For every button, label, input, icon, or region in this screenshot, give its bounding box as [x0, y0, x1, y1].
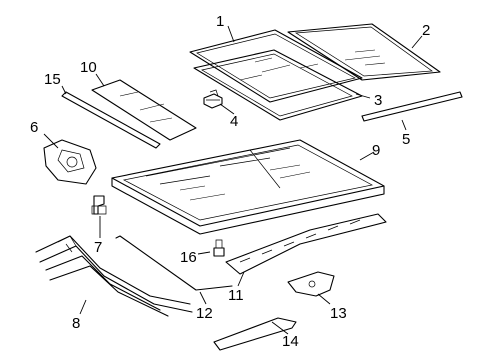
part-5-weatherstrip: [361, 91, 463, 122]
callout-6: 6: [30, 119, 38, 136]
part-14-lever: [213, 317, 297, 351]
callout-14: 14: [282, 333, 299, 350]
part-16-screw: [213, 239, 225, 257]
part-12-drain-tube: [115, 235, 233, 291]
part-7-bumper: [91, 195, 107, 215]
part-8-drive-cables: [35, 235, 193, 317]
callout-10: 10: [80, 59, 97, 76]
part-10-wind-deflector: [91, 79, 197, 141]
part-15-seal-strip: [61, 91, 161, 149]
part-2-rear-glass: [287, 23, 441, 81]
callout-15: 15: [44, 71, 61, 88]
callout-9: 9: [372, 142, 380, 159]
part-4-clip: [203, 89, 223, 109]
callout-2: 2: [422, 22, 430, 39]
part-1-front-glass: [189, 29, 363, 103]
part-11-guide-rail: [225, 213, 387, 275]
callout-11: 11: [228, 287, 244, 304]
callout-8: 8: [72, 315, 80, 332]
callout-4: 4: [230, 113, 238, 130]
part-9-sunroof-frame: [111, 139, 385, 235]
callout-3: 3: [374, 92, 382, 109]
callout-5: 5: [402, 131, 410, 148]
part-13-bracket: [287, 271, 335, 297]
callout-1: 1: [216, 13, 224, 30]
callout-13: 13: [330, 305, 347, 322]
callout-12: 12: [196, 305, 213, 322]
leader-lines: [43, 25, 423, 335]
part-6-motor: [43, 139, 97, 185]
callout-16: 16: [180, 249, 197, 266]
callout-7: 7: [94, 239, 102, 256]
